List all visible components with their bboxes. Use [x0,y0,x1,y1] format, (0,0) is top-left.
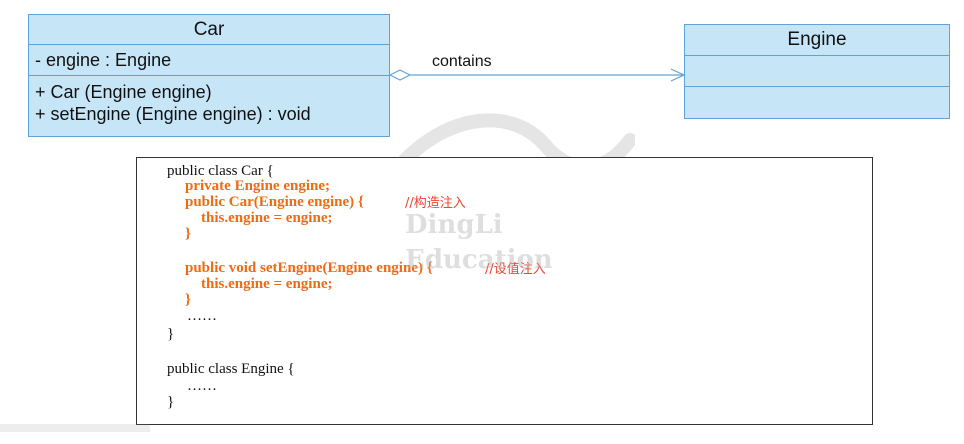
car-operation-constructor: + Car (Engine engine) [35,82,212,102]
code-line-constructor-body: this.engine = engine; [201,210,333,226]
code-line-field: private Engine engine; [185,178,330,194]
engine-class-box: Engine [684,24,950,119]
association-label: contains [432,53,492,70]
car-class-box: Car - engine : Engine + Car (Engine engi… [28,14,390,137]
code-line-set-engine-body: this.engine = engine; [201,276,333,292]
code-line-constructor-close: } [185,226,191,242]
car-attribute-engine: - engine : Engine [35,50,172,70]
car-operations: + Car (Engine engine) + setEngine (Engin… [29,76,389,138]
code-line-ellipsis-engine: …… [187,378,217,394]
code-line-set-engine: public void setEngine(Engine engine) { [185,260,433,276]
engine-attributes [685,56,949,87]
car-operation-set-engine: + setEngine (Engine engine) : void [35,104,311,124]
bottom-artifact [0,424,150,432]
code-line-constructor: public Car(Engine engine) { [185,194,364,210]
code-comment-constructor: //构造注入 [405,196,466,211]
engine-class-name: Engine [685,25,949,56]
code-line-class-engine: public class Engine { [167,361,295,377]
code-panel: public class Car { private Engine engine… [136,157,873,425]
aggregation-diamond [388,69,412,81]
code-line-set-engine-close: } [185,292,191,308]
code-line-class-car-close: } [167,326,175,342]
code-line-class-engine-close: } [167,394,175,410]
code-comment-setter: //设值注入 [485,262,546,277]
association-arrowhead [670,68,686,82]
car-attributes: - engine : Engine [29,45,389,76]
code-line-class-car: public class Car { [167,163,274,179]
code-line-ellipsis-car: …… [187,308,217,324]
car-class-name: Car [29,15,389,45]
